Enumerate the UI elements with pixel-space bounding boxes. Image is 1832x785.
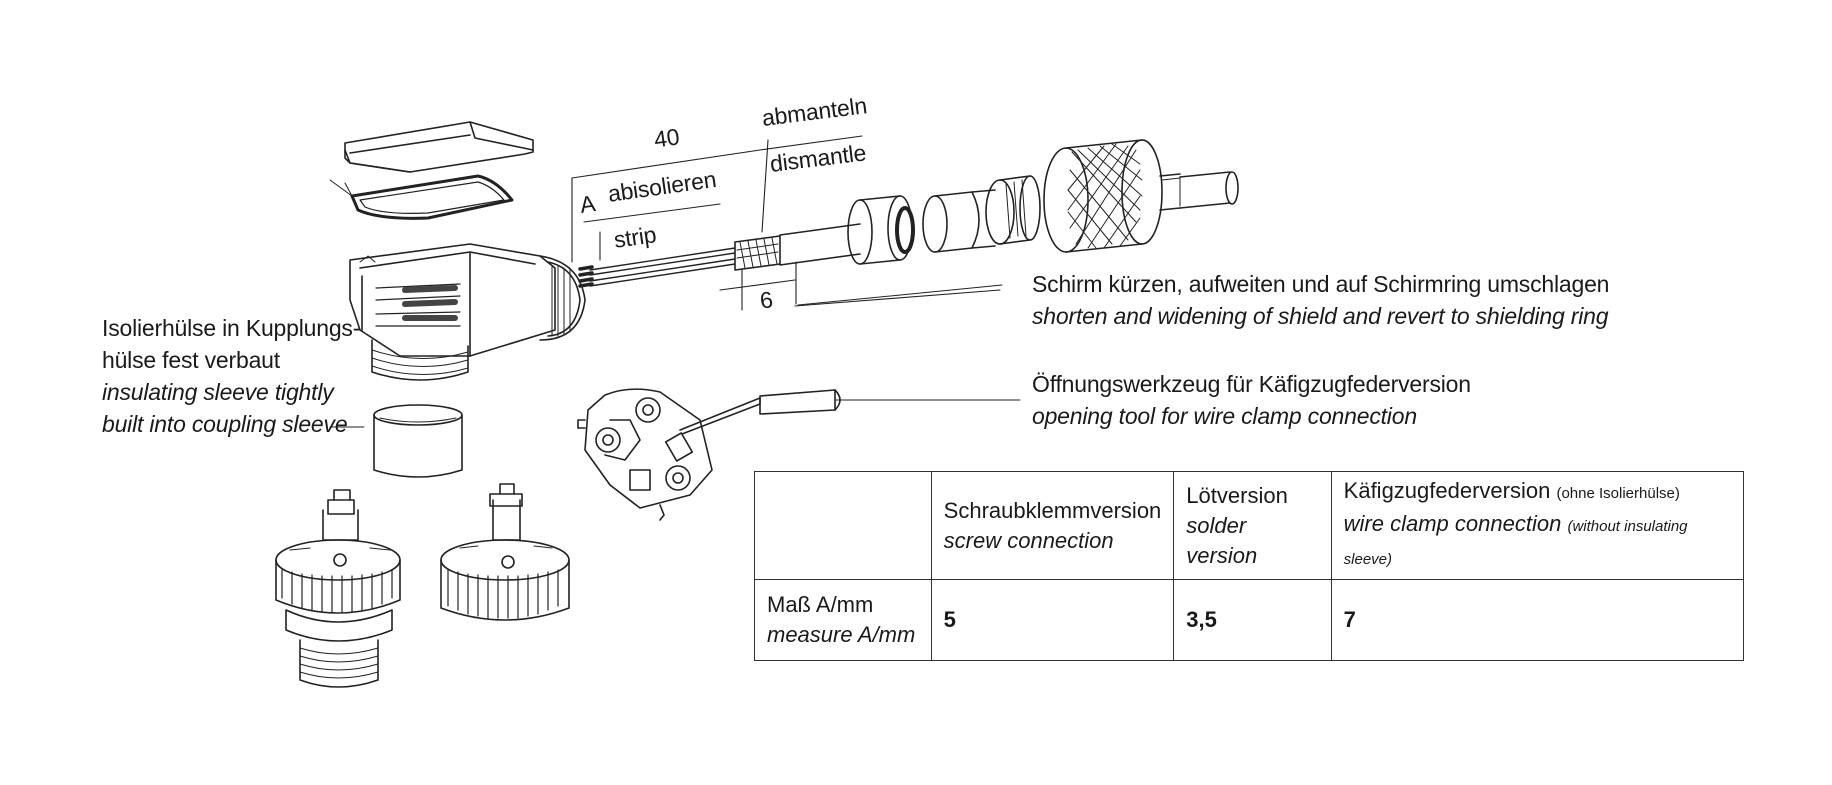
- insert-solder: [440, 483, 570, 621]
- angled-housing: [349, 243, 586, 381]
- table-row: Maß A/mm measure A/mm 5 3,5 7: [754, 579, 1745, 661]
- contact-carrier: [577, 388, 713, 521]
- tool-label-en: opening tool for wire clamp connection: [1032, 403, 1417, 429]
- sleeve-label-de-1: Isolierhülse in Kupplungs-: [102, 315, 361, 341]
- value-solder: 3,5: [1173, 579, 1332, 661]
- insert-screw: [275, 489, 401, 688]
- sleeve-label-en-1: insulating sleeve tightly: [102, 379, 334, 405]
- measure-table: Schraubklemmversion screw connection Löt…: [754, 471, 1745, 661]
- gasket: [344, 174, 514, 220]
- shield-instruction-de: Schirm kürzen, aufweiten und auf Schirmr…: [1032, 271, 1610, 297]
- cable-stub: [1179, 171, 1239, 209]
- value-screw: 5: [930, 579, 1175, 661]
- sleeve-label-en-2: built into coupling sleeve: [102, 411, 348, 437]
- braided-shield: [734, 235, 781, 271]
- dimension-lines: [571, 135, 1001, 311]
- insulating-sleeve: [373, 404, 463, 478]
- table-header-empty: [754, 471, 932, 580]
- value-clamp: 7: [1330, 579, 1745, 661]
- cover-lid: [344, 121, 534, 173]
- dim-40-label: 40: [652, 123, 681, 153]
- leader-lines: [329, 179, 1021, 428]
- clamp-basket: [985, 175, 1041, 245]
- table-header-solder: Lötversion solder version: [1173, 471, 1332, 580]
- coupling-nut: [1043, 139, 1181, 253]
- sleeve-label-de-2: hülse fest verbaut: [102, 347, 280, 373]
- cable: [779, 223, 861, 266]
- table-header-screw: Schraubklemmversion screw connection: [930, 471, 1175, 580]
- opening-tool: [679, 389, 841, 435]
- shield-ring: [847, 195, 915, 265]
- row-label: Maß A/mm measure A/mm: [754, 579, 932, 661]
- wires: [578, 247, 736, 288]
- strip-label: strip: [612, 221, 658, 253]
- shield-instruction-en: shorten and widening of shield and rever…: [1032, 303, 1609, 329]
- table-header-clamp: Käfigzugfederversion (ohne Isolierhülse)…: [1330, 471, 1745, 580]
- clamp-sleeve: [922, 189, 996, 253]
- tool-label-de: Öffnungswerkzeug für Käfigzugfederversio…: [1032, 371, 1471, 397]
- table-header-row: Schraubklemmversion screw connection Löt…: [754, 471, 1745, 580]
